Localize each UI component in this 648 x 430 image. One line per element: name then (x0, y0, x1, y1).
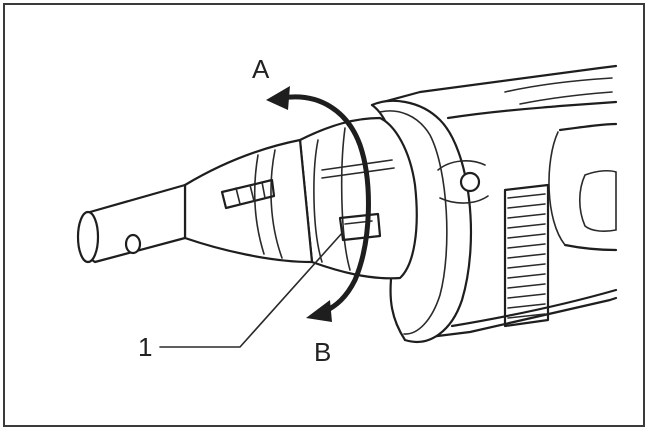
figure-frame (3, 3, 645, 427)
callout-1-leader (159, 231, 344, 348)
label-b: B (314, 337, 331, 367)
locator-sleeve (298, 116, 418, 280)
arrowhead-b-icon (306, 300, 332, 322)
label-a: A (252, 54, 270, 84)
bit-holder (76, 183, 187, 264)
nose-cone (183, 138, 314, 264)
bit-hole-icon (124, 233, 142, 255)
label-1: 1 (138, 332, 152, 362)
arrowhead-a-icon (266, 86, 290, 110)
rotation-arrow (266, 86, 371, 322)
vent-slots (507, 193, 546, 319)
screw-icon (459, 171, 481, 193)
